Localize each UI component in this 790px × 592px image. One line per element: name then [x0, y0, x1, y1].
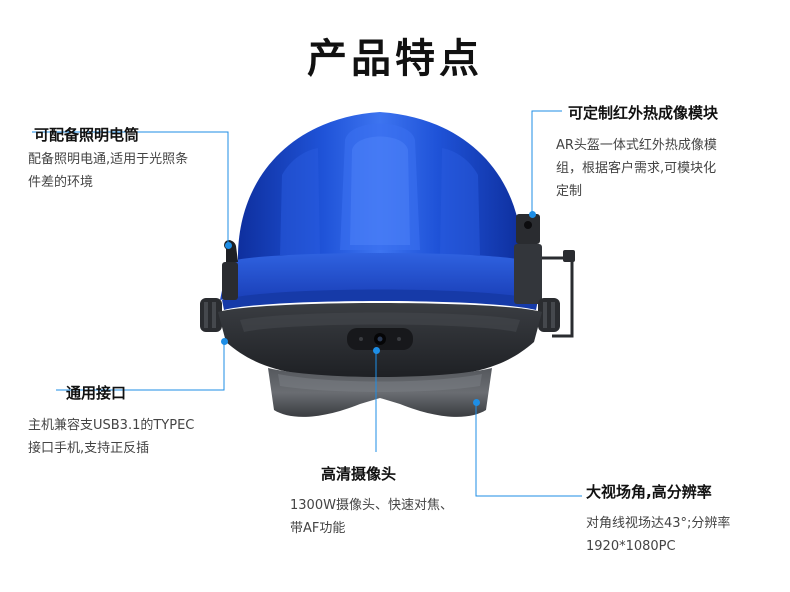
marker-dot-thermal	[529, 211, 536, 218]
feature-camera-title: 高清摄像头	[321, 465, 397, 483]
feature-thermal-desc: AR头盔一体式红外热成像模组，根据客户需求,可模块化定制	[556, 138, 717, 199]
feature-thermal-title: 可定制红外热成像模块	[568, 104, 719, 122]
feature-usb-title: 通用接口	[66, 384, 127, 402]
feature-usb-desc: 主机兼容支USB3.1的TYPEC接口手机,支持正反插	[28, 418, 195, 456]
feature-fov-title: 大视场角,高分辨率	[586, 483, 712, 501]
feature-fov-desc: 对角线视场达43°;分辨率1920*1080PC	[586, 516, 731, 554]
page-title: 产品特点	[307, 36, 483, 82]
marker-dot-fov	[473, 399, 480, 406]
marker-dot-light	[225, 242, 232, 249]
feature-camera-desc: 1300W摄像头、快速对焦、带AF功能	[290, 498, 453, 536]
marker-dot-camera	[373, 347, 380, 354]
marker-dot-usb	[221, 338, 228, 345]
feature-light-desc: 配备照明电通,适用于光照条件差的环境	[28, 152, 189, 190]
feature-light-title: 可配备照明电筒	[34, 126, 140, 144]
